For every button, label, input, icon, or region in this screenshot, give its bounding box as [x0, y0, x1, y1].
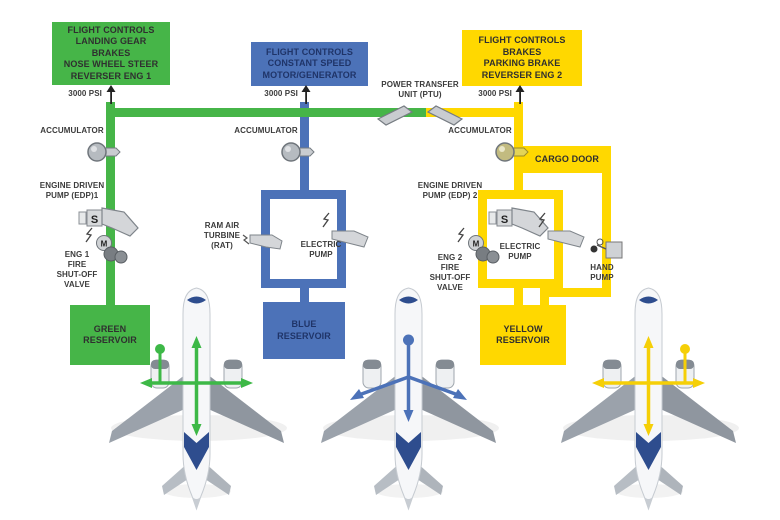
yellow-accumulator-label: ACCUMULATOR — [448, 126, 512, 135]
hand-pump-icon — [590, 238, 623, 259]
edp-s-letter: S — [501, 214, 508, 226]
text-line: RESERVOIR — [83, 335, 137, 345]
yellow-reservoir-line — [514, 288, 523, 307]
text-line: CARGO DOOR — [535, 153, 599, 164]
text-line: PUMP — [309, 250, 333, 259]
fire-shutoff-valve-icon-green: M — [85, 227, 128, 264]
text-line: FLIGHT CONTROLS — [478, 35, 566, 45]
yellow-electric-pump-label: ELECTRIC PUMP — [494, 242, 546, 262]
text-line: REVERSER ENG 2 — [481, 69, 563, 80]
text-line: VALVE — [64, 280, 90, 289]
blue-supply-line — [300, 102, 309, 192]
text-line: LANDING GEAR — [75, 36, 147, 47]
airplane-yellow-coverage — [556, 286, 741, 511]
accumulator-icon-green — [87, 142, 121, 162]
text-line: PARKING BRAKE — [483, 58, 561, 68]
valve-m-letter: M — [101, 240, 108, 249]
text-line: (RAT) — [211, 241, 233, 250]
text-line: PUMP — [508, 252, 532, 261]
electric-pump-icon-blue — [322, 212, 369, 248]
cargo-door-box: CARGO DOOR — [523, 146, 611, 173]
yellow-valve-label: ENG 2 FIRE SHUT-OFF VALVE — [422, 253, 478, 293]
engine-driven-pump-icon-yellow: S — [488, 207, 549, 237]
ram-air-turbine-icon — [242, 234, 283, 250]
text-line: GREEN — [93, 323, 127, 334]
yellow-hand-pump-return-line — [540, 288, 611, 297]
text-line: HAND — [590, 263, 614, 272]
blue-reservoir-line — [300, 288, 309, 304]
blue-rat-label: RAM AIR TURBINE (RAT) — [196, 221, 248, 251]
green-reservoir-box: GREEN RESERVOIR — [70, 305, 150, 365]
text-line: ENGINE DRIVEN — [417, 181, 483, 190]
yellow-psi-arrow-icon — [515, 85, 525, 104]
text-line: RESERVOIR — [496, 335, 550, 345]
blue-psi-arrow-icon — [301, 85, 311, 104]
text-line: PUMP — [590, 273, 614, 282]
text-line: YELLOW — [503, 323, 543, 334]
yellow-pressure-line — [426, 108, 523, 117]
text-line: RESERVOIR — [277, 330, 331, 341]
power-transfer-unit-icon — [376, 105, 464, 126]
text-line: UNIT (PTU) — [398, 90, 442, 99]
yellow-loads-box: FLIGHT CONTROLS BRAKES PARKING BRAKE REV… — [462, 30, 582, 86]
airplane-green-coverage — [104, 286, 289, 511]
green-loads-box: FLIGHT CONTROLS LANDING GEAR BRAKES NOSE… — [52, 22, 170, 85]
text-line: REVERSER ENG 1 — [70, 70, 152, 81]
green-pressure-line — [106, 108, 426, 117]
valve-m-letter: M — [473, 240, 480, 249]
text-line: FLIGHT CONTROLS — [67, 24, 155, 35]
text-line: ELECTRIC — [499, 242, 541, 251]
text-line: RAM AIR — [204, 221, 240, 230]
yellow-cargo-door-line — [602, 172, 611, 295]
accumulator-icon-blue — [281, 142, 315, 162]
yellow-edp-label: ENGINE DRIVEN PUMP (EDP) 2 — [404, 181, 496, 201]
green-psi-label: 3000 PSI — [68, 89, 102, 98]
green-edp-label: ENGINE DRIVEN PUMP (EDP)1 — [26, 181, 118, 201]
text-line: ENGINE DRIVEN — [39, 181, 105, 190]
airplane-blue-coverage — [316, 286, 501, 511]
text-line: BRAKES — [91, 47, 131, 58]
blue-accumulator-label: ACCUMULATOR — [234, 126, 298, 135]
text-line: NOSE WHEEL STEER — [63, 59, 159, 70]
blue-reservoir-box: BLUE RESERVOIR — [263, 302, 345, 359]
hand-pump-label: HAND PUMP — [578, 263, 626, 283]
ptu-label: POWER TRANSFER UNIT (PTU) — [368, 80, 472, 100]
text-line: VALVE — [437, 283, 463, 292]
text-line: TURBINE — [203, 231, 241, 240]
text-line: PUMP (EDP)1 — [45, 191, 99, 200]
yellow-psi-label: 3000 PSI — [478, 89, 512, 98]
edp-s-letter: S — [91, 214, 98, 226]
blue-loads-box: FLIGHT CONTROLS CONSTANT SPEED MOTOR/GEN… — [251, 42, 368, 86]
accumulator-icon-yellow — [495, 142, 529, 162]
text-line: ENG 2 — [437, 253, 463, 262]
fire-shutoff-valve-icon-yellow: M — [457, 227, 500, 264]
text-line: MOTOR/GENERATOR — [262, 69, 357, 80]
green-supply-line — [106, 102, 115, 305]
text-line: ENG 1 — [64, 250, 90, 259]
blue-coverage-arrows-icon — [350, 334, 467, 422]
green-coverage-arrows-icon — [140, 336, 253, 436]
text-line: ELECTRIC — [300, 240, 342, 249]
blue-psi-label: 3000 PSI — [264, 89, 298, 98]
yellow-return-stub-line — [540, 288, 549, 307]
text-line: CONSTANT SPEED — [267, 58, 352, 69]
text-line: SHUT-OFF — [429, 273, 471, 282]
text-line: POWER TRANSFER — [381, 80, 459, 89]
green-valve-label: ENG 1 FIRE SHUT-OFF VALVE — [47, 250, 107, 290]
yellow-coverage-arrows-icon — [592, 336, 705, 436]
text-line: BRAKES — [502, 46, 542, 57]
green-accumulator-label: ACCUMULATOR — [40, 126, 104, 135]
text-line: FLIGHT CONTROLS — [266, 46, 353, 57]
blue-electric-pump-label: ELECTRIC PUMP — [295, 240, 347, 260]
yellow-supply-line — [514, 102, 523, 192]
text-line: FIRE — [440, 263, 460, 272]
green-psi-arrow-icon — [106, 85, 116, 104]
text-line: PUMP (EDP) 2 — [422, 191, 478, 200]
text-line: SHUT-OFF — [56, 270, 98, 279]
text-line: BLUE — [291, 319, 317, 329]
yellow-reservoir-box: YELLOW RESERVOIR — [480, 305, 566, 365]
engine-driven-pump-icon-green: S — [78, 207, 139, 237]
text-line: FIRE — [67, 260, 87, 269]
electric-pump-icon-yellow — [538, 212, 585, 248]
